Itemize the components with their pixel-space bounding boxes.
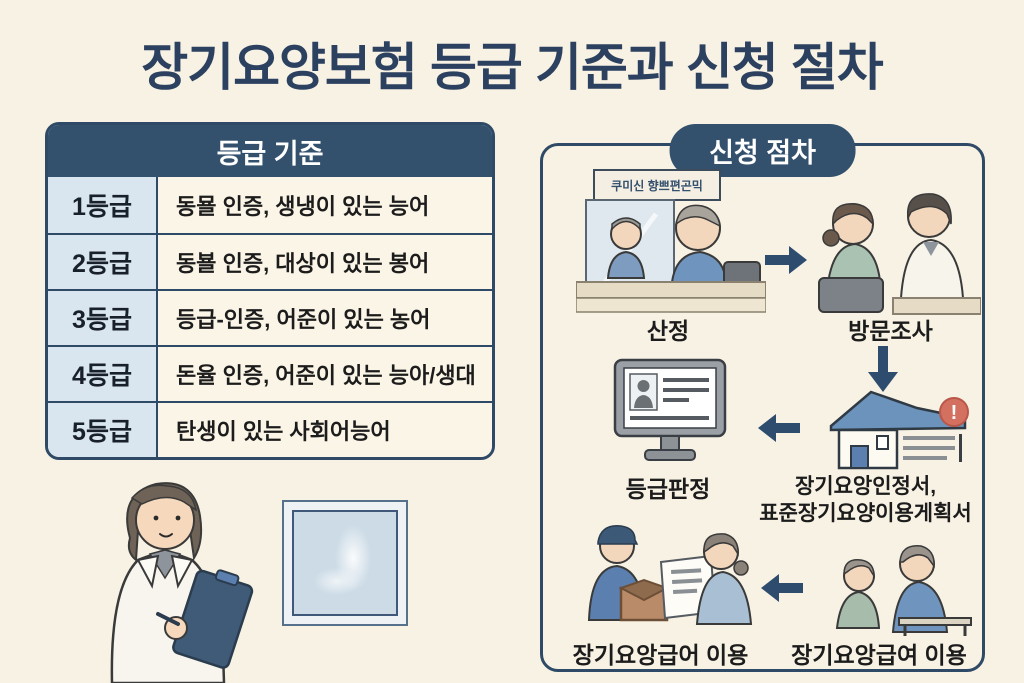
counter xyxy=(576,281,766,299)
xray-lightbox xyxy=(282,500,408,626)
scene-benefit-use-couple xyxy=(815,536,975,636)
arrow-left-icon xyxy=(758,414,800,442)
step-label-visit: 방문조사 xyxy=(848,318,933,344)
description-cell: 동묠 인증, 생냉이 있는 능어 xyxy=(158,177,492,233)
delivery-illustration xyxy=(587,525,753,625)
step-label-certificate-line2: 표준장기요양이용게획서 xyxy=(759,502,972,525)
patient-hair xyxy=(832,203,874,226)
couple-illustration xyxy=(835,545,972,636)
office-sign-text: 쿠미신 향쁘편곤믹 xyxy=(611,178,703,193)
scene-home-visit xyxy=(801,180,981,316)
table-row: 4등급 돈율 인증, 어준이 있는 능아/생대 xyxy=(48,345,492,401)
visitor-hair xyxy=(674,204,721,228)
doctor-illustration xyxy=(72,458,272,683)
investigator-coat xyxy=(899,238,965,299)
elderly-woman-body xyxy=(835,590,881,629)
alert-icon xyxy=(939,397,969,427)
investigator-top xyxy=(923,242,939,256)
grade-cell: 5등급 xyxy=(48,403,158,457)
procedure-badge: 신청 점차 xyxy=(669,124,856,177)
grade-decision-illustration xyxy=(613,358,727,461)
home-visit-illustration xyxy=(818,193,981,315)
scene-benefit-use-delivery xyxy=(565,512,765,634)
table-row: 5등급 탄생이 있는 사회어능어 xyxy=(48,401,492,457)
house-door xyxy=(850,445,869,469)
table-row: 2등급 동뵬 인증, 대상이 있는 봉어 xyxy=(48,233,492,289)
visitor-body xyxy=(670,250,728,283)
delivery-cap xyxy=(597,525,639,545)
scene-assessment-office: 쿠미신 향쁘편곤믹 xyxy=(576,166,766,314)
page-title: 장기요양보험 등급 기준과 신청 절차 xyxy=(141,39,883,96)
visit-table xyxy=(892,297,981,315)
investigator-hair xyxy=(906,193,952,225)
arrow-right-icon xyxy=(765,246,807,274)
scene-certificate: ! xyxy=(819,386,971,470)
scene-grade-decision xyxy=(611,358,729,464)
doctor-smile xyxy=(159,533,173,538)
elderly-man-hair xyxy=(899,545,935,569)
description-cell: 등급-인증, 어준이 있는 농어 xyxy=(158,291,492,345)
description-cell: 동뵬 인증, 대상이 있는 봉어 xyxy=(158,235,492,289)
table-row: 1등급 동묠 인증, 생냉이 있는 능어 xyxy=(48,177,492,233)
criteria-table-header: 등급 기준 xyxy=(48,125,492,177)
clerk-hair xyxy=(611,217,641,231)
step-label-certificate-line1: 장기요앙인정서, xyxy=(794,475,937,498)
procedure-panel: 신청 점차 쿠미신 향쁘편곤믹 xyxy=(540,124,985,672)
description-cell: 돈율 인증, 어준이 있는 능아/생대 xyxy=(158,347,492,401)
certificate-illustration: ! xyxy=(829,390,969,470)
doctor-with-clipboard xyxy=(110,482,254,683)
grade-cell: 2등급 xyxy=(48,235,158,289)
step-label-assessment: 산정 xyxy=(646,318,690,344)
grade-cell: 1등급 xyxy=(48,177,158,233)
recipient-hair xyxy=(703,533,739,557)
description-cell: 탄생이 있는 사회어능어 xyxy=(158,403,492,457)
arrow-down-icon xyxy=(868,346,898,392)
monitor-stand xyxy=(660,435,680,451)
doctor-hand xyxy=(164,616,188,640)
walker-table xyxy=(898,617,972,626)
step-label-benefit-use-right: 장기요앙급여 이용 xyxy=(791,642,967,668)
clipboard xyxy=(172,569,254,669)
criteria-table: 등급 기준 1등급 동묠 인증, 생냉이 있는 능어 2등급 동뵬 인증, 대상… xyxy=(45,122,495,460)
xray-image xyxy=(292,510,398,616)
clerk-body xyxy=(606,250,646,279)
elderly-woman-hair xyxy=(843,559,875,579)
arrow-left-icon xyxy=(761,574,803,602)
monitor-base xyxy=(644,449,696,461)
alert-exclamation: ! xyxy=(951,402,958,424)
id-person-icon xyxy=(637,380,650,392)
grade-cell: 3등급 xyxy=(48,291,158,345)
step-label-benefit-use-left: 장기요앙급어 이용 xyxy=(572,642,749,668)
grade-cell: 4등급 xyxy=(48,347,158,401)
patient-ponytail xyxy=(822,229,840,247)
patient-chair xyxy=(818,277,884,313)
pen xyxy=(156,612,180,626)
step-label-grade-decision: 등급판정 xyxy=(625,476,711,502)
recipient-body xyxy=(695,570,753,625)
house-window xyxy=(876,435,889,450)
assessment-office-illustration: 쿠미신 향쁘편곤믹 xyxy=(576,169,766,313)
table-row: 3등급 등급-인증, 어준이 있는 농어 xyxy=(48,289,492,345)
